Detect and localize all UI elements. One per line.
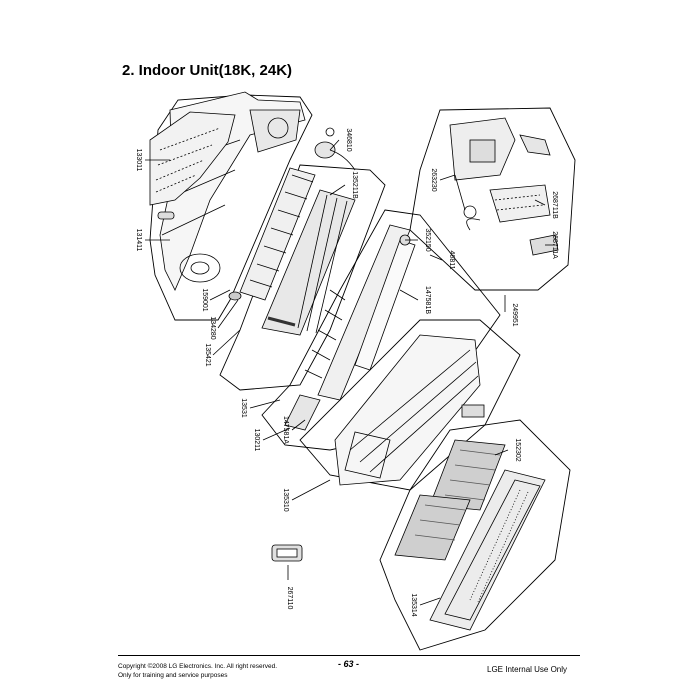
internal-use-label: LGE Internal Use Only: [487, 665, 568, 674]
callout: 147581A: [282, 416, 306, 444]
callout: 267110: [286, 565, 293, 610]
part-number: 130211: [253, 429, 260, 452]
part-number: 267110: [286, 587, 293, 610]
footer-divider: [118, 655, 580, 656]
part-number: 135310: [282, 488, 289, 511]
part-number: 147581A: [282, 416, 289, 444]
callout: 346810: [329, 128, 352, 152]
control-box-part: [449, 117, 551, 231]
callout: 134280: [209, 299, 239, 340]
part-number: 135421: [204, 343, 211, 366]
vane-assembly-part: [284, 224, 416, 431]
front-panel-part: [429, 469, 546, 631]
part-number: 135314: [410, 593, 417, 616]
callout: 249951: [504, 295, 518, 327]
callout-labels: 133011 131411 159001 134280 135421 13531…: [135, 128, 558, 616]
part-number: 147581B: [424, 286, 431, 314]
small-bracket-part: [157, 211, 175, 220]
evaporator-part: [261, 189, 356, 336]
callout: 268711B: [534, 191, 558, 219]
copyright-text: Copyright ©2008 LG Electronics. Inc. All…: [118, 663, 278, 670]
part-number: 346810: [345, 128, 352, 151]
callout: 263230: [430, 168, 456, 192]
callout: 159001: [201, 288, 231, 312]
part-number: 131411: [135, 229, 142, 252]
page-number: - 63 -: [338, 659, 360, 669]
callout: 13531: [240, 398, 281, 418]
front-grille-part: [334, 334, 485, 486]
fan-motor-part: [314, 127, 356, 171]
callout: 46811: [429, 251, 455, 270]
part-number: 134280: [209, 316, 216, 339]
part-number: 135211B: [351, 171, 358, 199]
part-number: 159001: [201, 288, 208, 311]
callout: 135211B: [329, 171, 358, 199]
callout: 268711A: [545, 231, 558, 259]
crossflow-fan-part: [228, 167, 316, 301]
callout: 135314: [410, 593, 441, 617]
part-number: 268711A: [551, 231, 558, 259]
footer-left: Copyright ©2008 LG Electronics. Inc. All…: [118, 662, 277, 680]
callout: 352150: [405, 228, 431, 252]
callout: 130211: [253, 427, 291, 452]
callout: 133011: [135, 149, 170, 172]
rear-plate-part: [149, 111, 236, 206]
usage-note: Only for training and service purposes: [118, 672, 228, 679]
part-number: 133011: [135, 149, 142, 172]
callout: 131411: [135, 229, 170, 252]
page-title: 2. Indoor Unit(18K, 24K): [122, 62, 293, 79]
part-number: 263230: [430, 168, 437, 191]
callout: 135421: [204, 329, 241, 367]
part-number: 249951: [511, 303, 518, 326]
group-outlines: [149, 94, 576, 651]
callout: 152302: [494, 438, 521, 462]
air-filter-part: [394, 439, 506, 561]
callout: 135310: [282, 479, 331, 512]
part-number: 46811: [448, 251, 455, 270]
part-number: 13531: [240, 398, 247, 418]
part-number: 152302: [514, 438, 521, 461]
remote-part: [271, 544, 303, 562]
callout: 147581B: [399, 286, 431, 314]
pcb-part: [489, 184, 551, 223]
part-number: 268711B: [551, 191, 558, 219]
part-number: 352150: [424, 228, 431, 251]
sensor-part: [529, 234, 559, 256]
